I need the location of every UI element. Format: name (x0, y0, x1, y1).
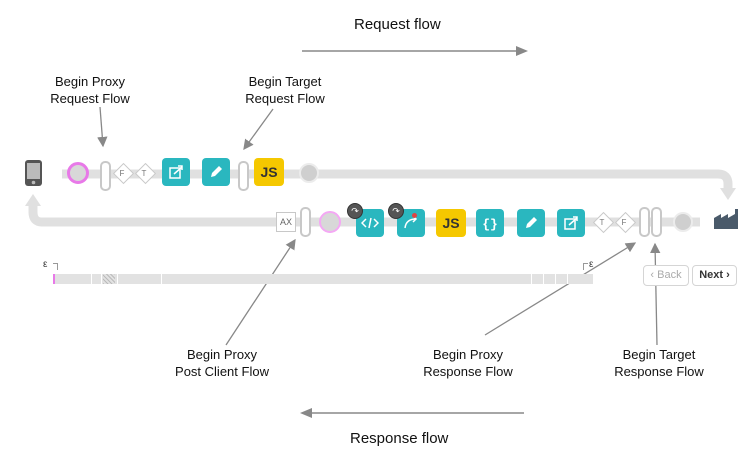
timeline-divider (531, 274, 532, 284)
pointer-arrow-proxy-request (97, 106, 108, 148)
ax-box[interactable]: AX (276, 212, 296, 232)
timeline-divider (91, 274, 92, 284)
response-client-circle[interactable] (319, 211, 341, 233)
response-flow-arrow (300, 408, 524, 418)
response-js-policy[interactable]: JS (436, 209, 466, 237)
timeline-start-segment (53, 274, 55, 284)
request-track (62, 169, 733, 190)
response-condition-false-text: F (621, 218, 627, 227)
timeline-end-tick (583, 263, 588, 270)
timeline-divider (117, 274, 118, 284)
edit-icon (526, 217, 537, 228)
timeline-divider (543, 274, 544, 284)
pointer-arrow-target-request (243, 108, 274, 151)
timeline-start-tick (53, 263, 58, 270)
response-xml-policy[interactable] (356, 209, 384, 237)
response-condition-true-text: T (599, 218, 605, 227)
xml-code-icon (361, 217, 379, 229)
back-button[interactable]: ‹ Back (643, 265, 689, 286)
request-redirect-policy[interactable] (162, 158, 190, 186)
timeline-end-marker: ε (589, 259, 594, 270)
timeline-divider (555, 274, 556, 284)
phone-icon[interactable] (24, 159, 43, 192)
redirect-icon (564, 216, 578, 230)
proxy-request-separator[interactable] (100, 161, 111, 191)
edit-icon (211, 166, 222, 177)
pointer-arrow-target-response (649, 242, 661, 346)
timeline-hatched-segment (103, 274, 115, 284)
response-redirect-policy[interactable] (557, 209, 585, 237)
response-edit-policy[interactable] (517, 209, 545, 237)
target-response-separator[interactable] (651, 207, 662, 237)
post-client-separator[interactable] (300, 207, 311, 237)
svg-text:{}: {} (482, 217, 498, 231)
extract-icon (404, 215, 418, 229)
target-request-circle[interactable] (299, 163, 319, 183)
timeline-divider (161, 274, 162, 284)
request-flow-label: Request flow (354, 16, 441, 33)
proxy-client-circle[interactable] (67, 162, 89, 184)
request-edit-policy[interactable] (202, 158, 230, 186)
badge-icon: ↷ (388, 203, 404, 219)
response-track (28, 204, 700, 227)
timeline-start-marker: ε (43, 259, 48, 270)
factory-icon[interactable] (713, 208, 739, 235)
timeline-divider (567, 274, 568, 284)
pointer-arrow-proxy-response (484, 242, 637, 336)
condition-false-text: F (119, 169, 125, 178)
chevron-right-icon: › (726, 269, 730, 281)
response-json-policy[interactable]: {} (476, 209, 504, 237)
response-target-circle[interactable] (673, 212, 693, 232)
badge-icon: ↷ (347, 203, 363, 219)
condition-true-text: T (141, 169, 147, 178)
chevron-left-icon: ‹ (650, 269, 655, 281)
timeline-divider (101, 274, 102, 284)
response-track-arrowhead (25, 194, 41, 206)
next-button[interactable]: Next › (692, 265, 737, 286)
pointer-arrow-post-client (225, 238, 296, 346)
proxy-response-separator[interactable] (639, 207, 650, 237)
timeline-bar[interactable] (53, 274, 593, 284)
extract-dot (412, 213, 417, 218)
request-flow-arrow (302, 46, 528, 56)
json-icon: {} (482, 217, 498, 231)
redirect-icon (169, 165, 183, 179)
request-js-policy[interactable]: JS (254, 158, 284, 186)
request-track-arrowhead (720, 188, 736, 200)
response-flow-label: Response flow (350, 430, 449, 447)
target-request-separator[interactable] (238, 161, 249, 191)
